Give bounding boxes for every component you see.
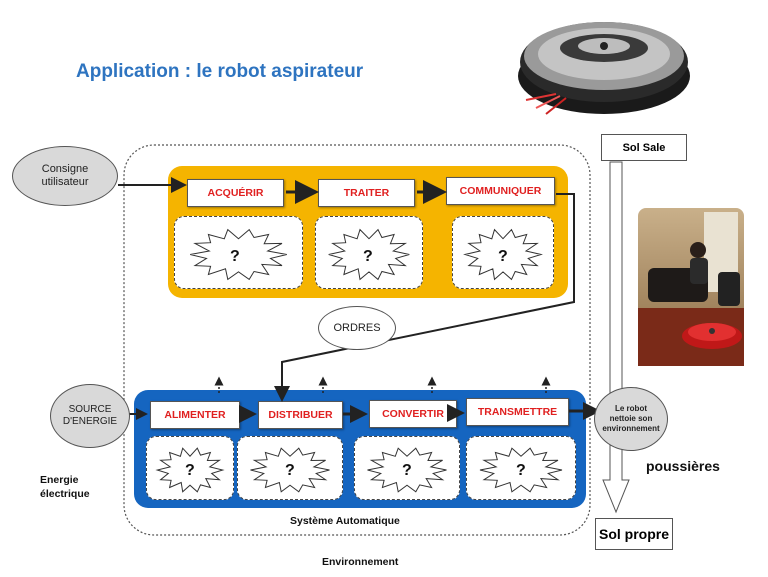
unknown-component-box: ? — [237, 436, 343, 500]
function-communiquer: COMMUNIQUER — [446, 177, 555, 205]
ordres-node: ORDRES — [318, 306, 396, 350]
svg-text:?: ? — [185, 462, 195, 479]
systeme-automatique-label: Système Automatique — [290, 515, 400, 527]
energie-electrique-label: Energie électrique — [40, 474, 90, 500]
function-traiter: TRAITER — [318, 179, 415, 207]
result-node: Le robot nettoie son environnement — [594, 387, 668, 451]
svg-text:?: ? — [516, 462, 526, 479]
svg-text:?: ? — [498, 248, 508, 265]
svg-text:?: ? — [402, 462, 412, 479]
function-convertir: CONVERTIR — [369, 400, 457, 428]
unknown-component-box: ? — [466, 436, 576, 500]
page-title: Application : le robot aspirateur — [76, 61, 364, 82]
sol-sale-box: Sol Sale — [601, 134, 687, 161]
function-transmettre: TRANSMETTRE — [466, 398, 569, 426]
starburst-icon: ? — [479, 447, 563, 493]
function-alimenter: ALIMENTER — [150, 401, 240, 429]
function-distribuer: DISTRIBUER — [258, 401, 343, 429]
unknown-component-box: ? — [174, 216, 303, 289]
sol-propre-box: Sol propre — [595, 518, 673, 550]
unknown-component-box: ? — [354, 436, 460, 500]
svg-text:?: ? — [230, 248, 240, 265]
function-acquerir: ACQUÉRIR — [187, 179, 284, 207]
consigne-utilisateur-node: Consigne utilisateur — [12, 146, 118, 206]
environnement-label: Environnement — [322, 556, 399, 568]
starburst-icon: ? — [328, 228, 410, 281]
starburst-icon: ? — [155, 447, 225, 493]
svg-text:?: ? — [363, 248, 373, 265]
starburst-icon: ? — [250, 447, 330, 493]
starburst-icon: ? — [190, 228, 287, 281]
unknown-component-box: ? — [315, 216, 423, 289]
poussieres-label: poussières — [646, 458, 720, 474]
unknown-component-box: ? — [146, 436, 234, 500]
starburst-icon: ? — [463, 228, 543, 281]
starburst-icon: ? — [367, 447, 447, 493]
robot-vacuum-photo — [518, 22, 690, 115]
living-room-photo — [638, 208, 744, 366]
svg-text:?: ? — [285, 462, 295, 479]
source-energie-node: SOURCE D'ENERGIE — [50, 384, 130, 448]
unknown-component-box: ? — [452, 216, 554, 289]
